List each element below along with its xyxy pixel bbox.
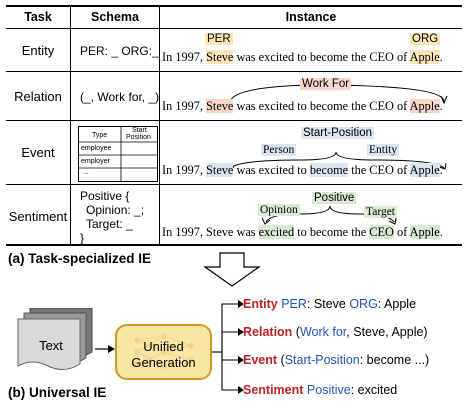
span-steve: Steve bbox=[206, 163, 234, 177]
tag-start-position: Start-Position bbox=[301, 127, 375, 139]
output-value: : Apple bbox=[377, 297, 417, 311]
mini-grid bbox=[79, 127, 157, 181]
column-divider bbox=[70, 7, 71, 244]
sentence-text: . bbox=[439, 99, 443, 113]
mini-row-employee: employee bbox=[81, 145, 112, 152]
instance-entity: In 1997, Steve was excited to become the… bbox=[162, 50, 462, 65]
schema-relation: (_, Work for, _) bbox=[80, 90, 160, 104]
sentence-text: the CEO of bbox=[348, 163, 410, 177]
sentence-text: . bbox=[439, 225, 443, 239]
output-value: ( bbox=[280, 353, 285, 367]
span-steve: Steve bbox=[206, 99, 234, 113]
span-ceo: CEO bbox=[369, 225, 394, 239]
output-value: PER bbox=[281, 297, 307, 311]
tag-person: Person bbox=[261, 144, 297, 156]
schema-sentiment-line: } bbox=[80, 231, 85, 245]
caption-universal: (b) Universal IE bbox=[8, 385, 107, 400]
task-sentiment: Sentiment bbox=[8, 209, 68, 224]
event-schema-table: Type Start Position employee employer ..… bbox=[78, 126, 158, 182]
mini-header-start: Start bbox=[132, 127, 147, 134]
output-label-entity: Entity bbox=[243, 297, 278, 311]
sentiment-arcs bbox=[261, 205, 397, 225]
down-arrow-icon bbox=[203, 252, 261, 287]
output-label-sentiment: Sentiment bbox=[243, 383, 304, 397]
output-label-event: Event bbox=[243, 353, 278, 367]
input-text-label: Text bbox=[39, 338, 63, 353]
span-become: become bbox=[309, 163, 349, 177]
output-value: ORG bbox=[349, 297, 378, 311]
row-divider bbox=[6, 184, 462, 185]
sentence-text: was excited to become the CEO of bbox=[233, 50, 410, 64]
output-value: Positive bbox=[306, 383, 351, 397]
input-arrow bbox=[95, 345, 115, 353]
document-stack-icon bbox=[17, 308, 93, 370]
tag-positive: Positive bbox=[312, 192, 357, 204]
span-apple: Apple bbox=[409, 225, 440, 239]
tag-opinion: Opinion bbox=[258, 204, 300, 216]
schema-sentiment-line: Target: _ bbox=[86, 217, 133, 231]
model-label-line1: Unified bbox=[143, 339, 184, 354]
output-event: Event (Start-Position: become ...) bbox=[243, 353, 429, 367]
sentence-text: was excited to bbox=[233, 163, 310, 177]
row-divider bbox=[6, 71, 462, 72]
instance-relation: In 1997, Steve was excited to become the… bbox=[162, 99, 462, 114]
output-entity: Entity PER: Steve ORG: Apple bbox=[243, 297, 416, 311]
sentence-text: was excited to become the CEO of bbox=[233, 99, 410, 113]
output-arrows bbox=[212, 300, 244, 394]
instance-event: In 1997, Steve was excited to become the… bbox=[162, 163, 462, 178]
span-apple: Apple bbox=[409, 99, 440, 113]
output-label-relation: Relation bbox=[243, 325, 293, 339]
output-value: Start-Position bbox=[284, 353, 360, 367]
header-task: Task bbox=[24, 10, 52, 24]
span-steve: Steve bbox=[206, 50, 234, 64]
schema-sentiment-line: Opinion: _; bbox=[86, 203, 145, 217]
mini-header-position: Position bbox=[126, 134, 151, 141]
column-divider bbox=[159, 7, 160, 244]
output-value: , Steve, Apple) bbox=[346, 325, 428, 339]
sentence-text: to become the bbox=[294, 225, 370, 239]
mini-row-employer: employer bbox=[81, 158, 110, 165]
span-apple: Apple bbox=[409, 50, 440, 64]
task-table: Task Schema Instance Entity PER: _ ORG:_… bbox=[6, 5, 462, 246]
tag-target: Target bbox=[364, 206, 397, 218]
output-value: : excited bbox=[350, 383, 398, 397]
sentence-text: of bbox=[393, 225, 410, 239]
unified-generation-box: Unified Generation bbox=[115, 324, 212, 380]
mini-header-type: Type bbox=[92, 132, 108, 139]
task-entity: Entity bbox=[21, 43, 55, 58]
sentence-text: In 1997, Steve was bbox=[162, 225, 259, 239]
model-label-line2: Generation bbox=[131, 355, 196, 370]
output-relation: Relation (Work for, Steve, Apple) bbox=[243, 325, 428, 339]
mini-row-ellipsis: ... bbox=[83, 169, 89, 176]
tag-org: ORG bbox=[410, 33, 441, 45]
span-excited: excited bbox=[258, 225, 295, 239]
tag-work-for: Work For bbox=[300, 78, 352, 90]
output-value: Work for bbox=[299, 325, 347, 339]
sentence-text: In 1997, bbox=[162, 50, 207, 64]
sentence-text: In 1997, bbox=[162, 99, 207, 113]
caption-task-specialized: (a) Task-specialized IE bbox=[8, 251, 152, 266]
sentence-text: In 1997, bbox=[162, 163, 207, 177]
schema-entity: PER: _ ORG:_ bbox=[80, 44, 159, 58]
neural-network-icon bbox=[134, 333, 194, 369]
tag-entity: Entity bbox=[367, 144, 400, 156]
output-value: : Steve bbox=[306, 297, 350, 311]
row-divider bbox=[6, 120, 462, 121]
header-rule bbox=[6, 28, 462, 29]
header-instance: Instance bbox=[285, 10, 337, 24]
output-value: : become ...) bbox=[359, 353, 430, 367]
span-apple: Apple bbox=[409, 163, 440, 177]
task-relation: Relation bbox=[14, 89, 62, 104]
sentence-text: . bbox=[439, 50, 443, 64]
tag-per: PER bbox=[205, 33, 233, 45]
instance-sentiment: In 1997, Steve was excited to become the… bbox=[162, 225, 462, 240]
task-event: Event bbox=[21, 145, 55, 160]
schema-sentiment-line: Positive { bbox=[80, 189, 130, 203]
header-schema: Schema bbox=[91, 10, 139, 24]
output-value: ( bbox=[295, 325, 300, 339]
sentence-text: . bbox=[439, 163, 443, 177]
output-sentiment: Sentiment Positive: excited bbox=[243, 383, 397, 397]
